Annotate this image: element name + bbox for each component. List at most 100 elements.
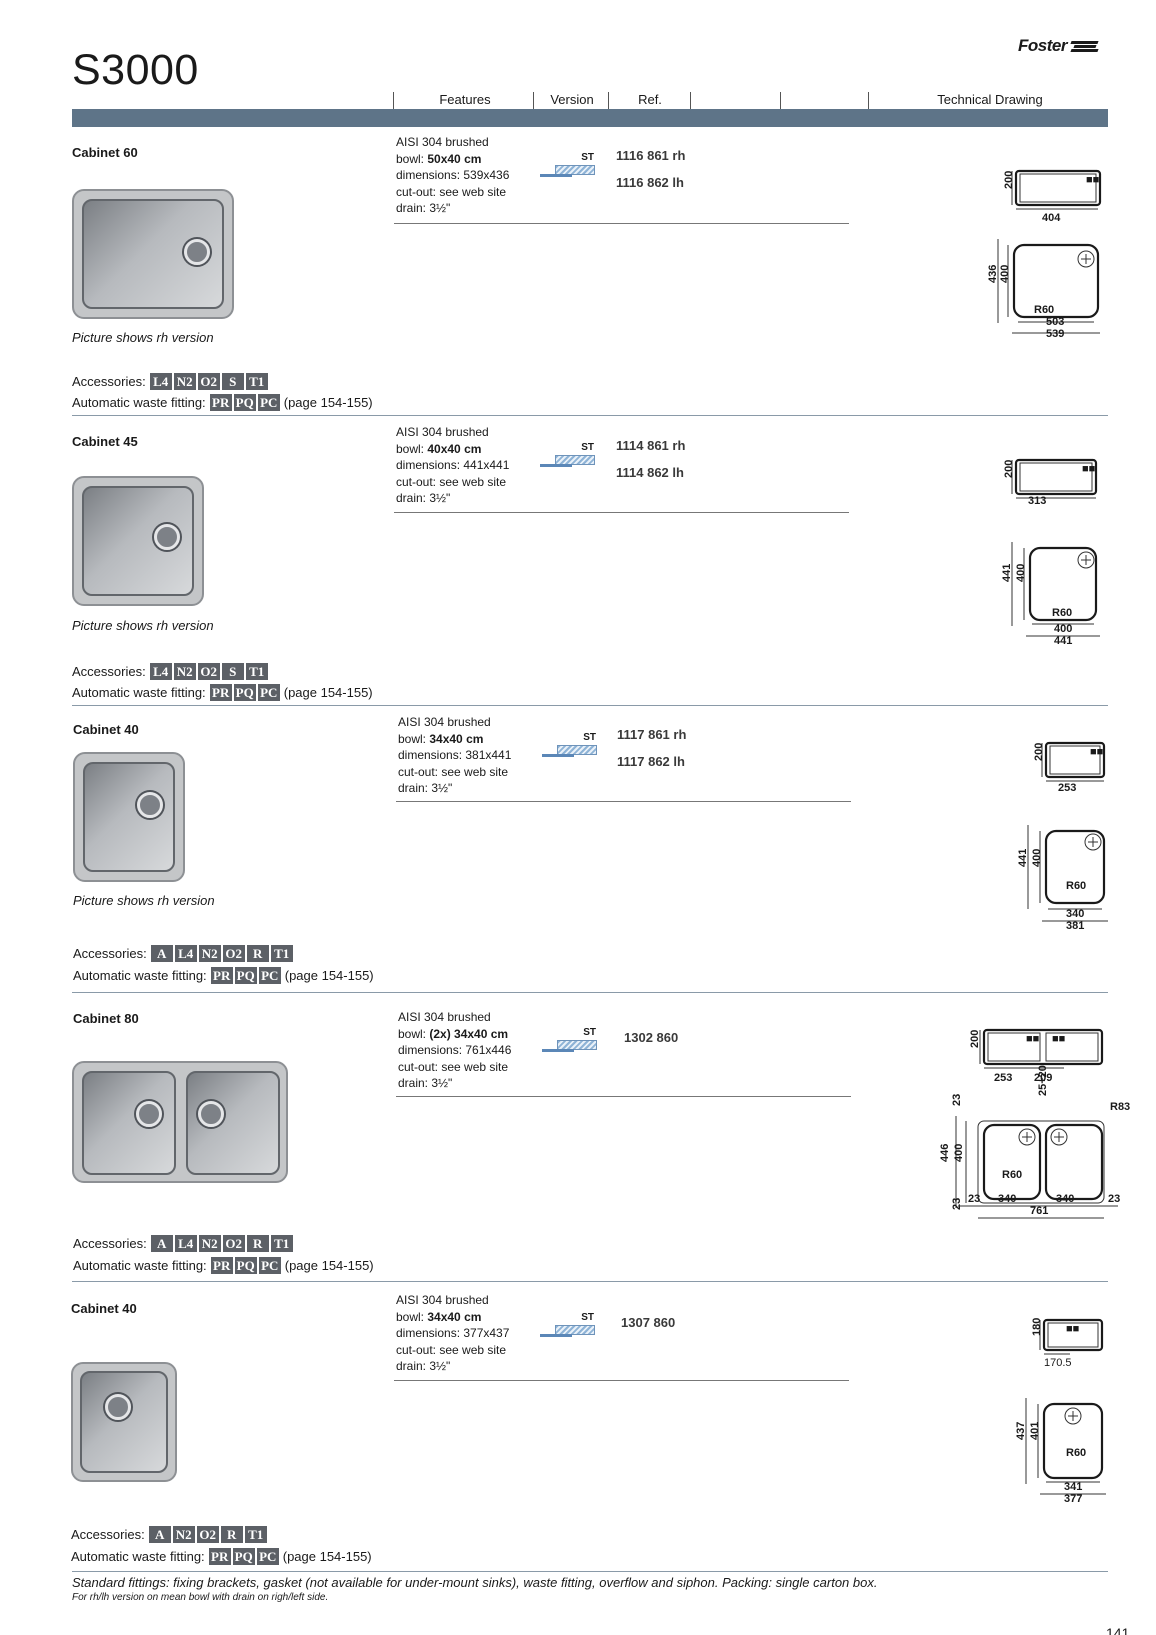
sink-photo — [73, 752, 185, 882]
accessory-code: S — [221, 663, 244, 680]
product-section: Cabinet 45 Picture shows rh version AISI… — [0, 416, 1156, 706]
accessory-code: A — [148, 1526, 171, 1543]
dim-inner-width: 341 — [1064, 1481, 1082, 1493]
section-divider — [72, 1281, 1108, 1282]
svg-text:■■: ■■ — [1066, 1323, 1079, 1335]
accessory-code: N2 — [198, 945, 221, 962]
waste-code: PR — [210, 1257, 233, 1274]
accessories-label: Accessories: — [71, 1527, 145, 1542]
sink-bowl — [82, 1071, 176, 1175]
accessory-code: O2 — [222, 945, 245, 962]
page-number: 141 — [1106, 1625, 1130, 1635]
accessory-code: O2 — [197, 373, 220, 390]
ref-code-lh: 1117 862 lh — [617, 754, 685, 769]
dim-inner-height: 400 — [953, 1144, 965, 1162]
ref-code-lh: 1114 862 lh — [616, 465, 684, 480]
dim-inner-height: 400 — [999, 265, 1011, 283]
dim-radius: R60 — [1066, 880, 1086, 892]
dim-top-margin: 23 — [951, 1094, 963, 1106]
dim-radius: R60 — [1002, 1169, 1022, 1181]
page-title: S3000 — [72, 46, 199, 94]
version-icon: ST — [540, 442, 598, 467]
dim-right-edge: 23 — [1108, 1193, 1120, 1205]
accessory-code: R — [220, 1526, 243, 1543]
dim-bowl-1: 340 — [998, 1193, 1016, 1205]
row-divider — [394, 223, 849, 224]
accessories-label: Accessories: — [72, 664, 146, 679]
dim-outer-width: 441 — [1054, 635, 1072, 647]
accessory-code: L4 — [149, 663, 172, 680]
sink-bowl — [80, 1371, 168, 1473]
dim-side-height: 180 — [1031, 1318, 1043, 1336]
header-bar — [72, 109, 1108, 127]
version-label: ST — [581, 1312, 594, 1323]
technical-drawing: ■■ 200 404 436 400 R60 503 539 — [987, 169, 1102, 340]
picture-caption: Picture shows rh version — [72, 618, 214, 633]
accessory-code: O2 — [222, 1235, 245, 1252]
accessory-code: T1 — [270, 945, 293, 962]
dim-inner-width: 400 — [1054, 623, 1072, 635]
accessory-code: L4 — [174, 945, 197, 962]
product-section: Cabinet 80 AISI 304 brushed bowl: (2x) 3… — [0, 993, 1156, 1283]
features-text: AISI 304 brushed bowl: 50x40 cm dimensio… — [396, 134, 509, 217]
picture-caption: Picture shows rh version — [73, 893, 215, 908]
svg-text:■■: ■■ — [1026, 1033, 1039, 1045]
product-section: Cabinet 40 Picture shows rh version AISI… — [0, 706, 1156, 991]
waste-code: PR — [209, 394, 232, 411]
dim-side-width-2: 209 — [1034, 1072, 1052, 1084]
version-icon: ST — [542, 1027, 600, 1052]
waste-code: PQ — [232, 1548, 255, 1565]
dimensions-line: dimensions: 539x436 — [396, 168, 510, 182]
row-divider — [396, 1096, 851, 1097]
dim-outer-width: 381 — [1066, 920, 1084, 932]
section-divider — [72, 705, 1108, 706]
version-label: ST — [583, 1027, 596, 1038]
waste-code: PQ — [233, 684, 256, 701]
dim-outer-height: 436 — [987, 265, 999, 283]
sink-photo — [72, 189, 234, 319]
dimensions-line: dimensions: 761x446 — [398, 1043, 512, 1057]
drain-line: drain: 3½" — [396, 201, 451, 215]
page-reference: (page 154-155) — [284, 968, 374, 983]
dim-total-width: 761 — [1030, 1205, 1048, 1217]
standard-fittings-note: Standard fittings: fixing brackets, gask… — [72, 1575, 878, 1590]
row-divider — [394, 512, 849, 513]
version-label: ST — [581, 152, 594, 163]
page-reference: (page 154-155) — [283, 685, 373, 700]
page-reference: (page 154-155) — [282, 1549, 372, 1564]
drain-icon — [136, 1101, 162, 1127]
waste-code: PC — [257, 684, 280, 701]
features-text: AISI 304 brushed bowl: 34x40 cm dimensio… — [398, 714, 511, 797]
cabinet-title: Cabinet 45 — [72, 434, 138, 449]
dim-left-edge: 23 — [968, 1193, 980, 1205]
section-divider — [72, 992, 1108, 993]
version-label: ST — [583, 732, 596, 743]
material-line: AISI 304 brushed — [396, 135, 489, 149]
waste-code: PR — [210, 967, 233, 984]
cutout-line: cut-out: see web site — [396, 184, 507, 199]
sink-photo — [72, 476, 204, 606]
cutout-line: cut-out: see web site — [398, 764, 509, 779]
waste-code: PQ — [234, 1257, 257, 1274]
drain-icon — [137, 792, 163, 818]
accessory-code: O2 — [196, 1526, 219, 1543]
accessory-code: O2 — [197, 663, 220, 680]
version-label: ST — [581, 442, 594, 453]
brand-logo: Foster — [1018, 36, 1099, 56]
drain-line: drain: 3½" — [398, 1076, 453, 1090]
reference-codes: 1117 861 rh 1117 862 lh — [617, 721, 686, 775]
ref-code-rh: 1116 861 rh — [616, 148, 686, 163]
svg-text:■■: ■■ — [1052, 1033, 1065, 1045]
picture-caption: Picture shows rh version — [72, 330, 214, 345]
dim-inner-width: 340 — [1066, 908, 1084, 920]
dim-outer-height: 446 — [939, 1144, 951, 1162]
cabinet-title: Cabinet 40 — [73, 722, 139, 737]
waste-fitting-label: Automatic waste fitting: — [73, 968, 207, 983]
